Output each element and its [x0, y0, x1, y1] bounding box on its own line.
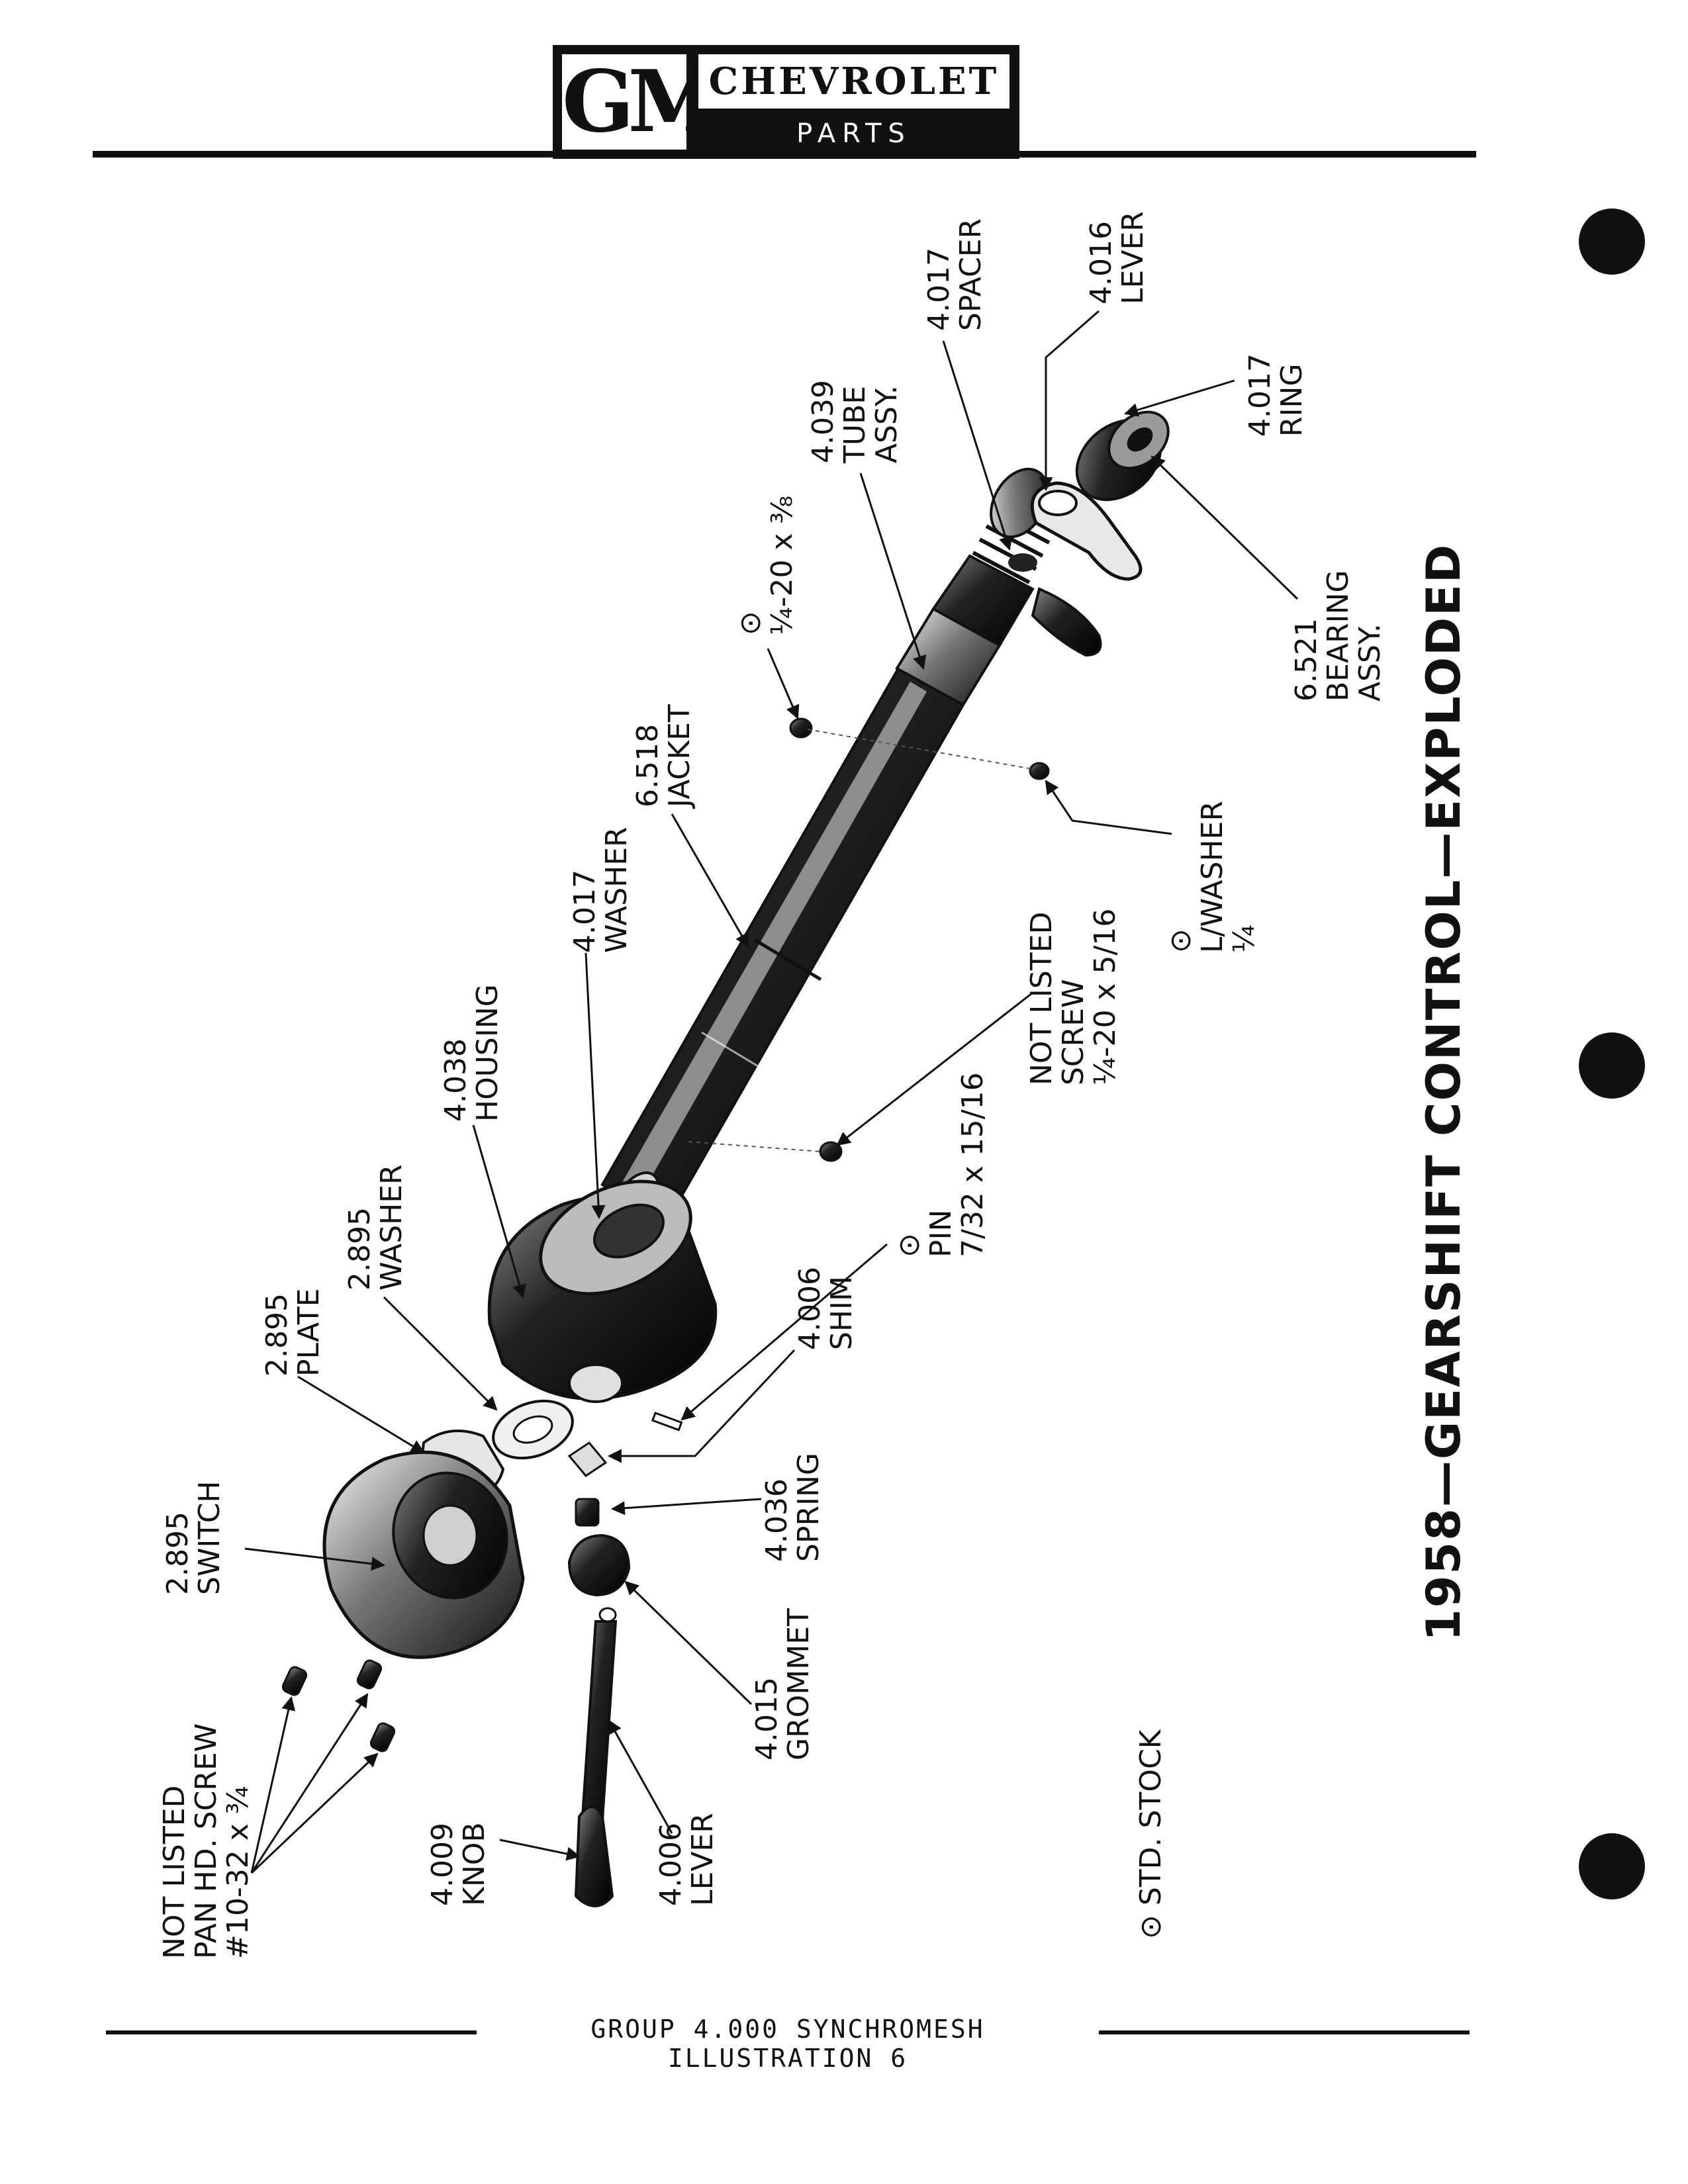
label-washer-2895: 2.895 WASHER	[343, 1164, 408, 1291]
brand-name: CHEVROLET	[698, 54, 1009, 109]
label-knob: 4.009 KNOB	[426, 1822, 491, 1906]
label-pin: ⊙ PIN 7/32 x 15/16	[892, 1072, 990, 1257]
bearing-ring	[1075, 410, 1170, 502]
binder-hole-bottom	[1579, 1833, 1645, 1899]
label-screw-quarter-20: ⊙ ¼-20 x ⅜	[733, 495, 799, 635]
label-lever-top: 4.016 LEVER	[1084, 211, 1150, 304]
label-shim: 4.006 SHIM	[793, 1267, 859, 1350]
label-ring: 4.017 RING	[1243, 353, 1309, 437]
label-switch: 2.895 SWITCH	[161, 1480, 226, 1595]
footer-rule-left	[106, 2030, 477, 2034]
label-spacer: 4.017 SPACER	[922, 218, 988, 331]
binder-hole-top	[1579, 208, 1645, 275]
label-jacket: 6.518 JACKET	[631, 704, 696, 807]
switch-part	[322, 1450, 525, 1659]
label-not-listed-screw: NOT LISTED SCREW ¼-20 x 5/16	[1025, 908, 1122, 1085]
label-spring: 4.036 SPRING	[760, 1452, 825, 1562]
footer-caption: GROUP 4.000 SYNCHROMESH ILLUSTRATION 6	[590, 2015, 985, 2073]
label-bearing-assy: 6.521 BEARING ASSY.	[1289, 570, 1387, 702]
pin-part	[651, 1412, 683, 1432]
label-grommet: 4.015 GROMMET	[750, 1608, 816, 1760]
label-lock-washer: ⊙ L/WASHER ¼	[1164, 801, 1261, 953]
screws	[789, 717, 1050, 1162]
binder-hole-middle	[1579, 1032, 1645, 1099]
upper-lever-part	[1030, 481, 1143, 581]
footer-rule-right	[1099, 2030, 1470, 2034]
shim-spring-grommet	[567, 1441, 631, 1597]
label-pan-head-screw: NOT LISTED PAN HD. SCREW #10-32 x ¾	[158, 1723, 255, 1959]
pan-head-screws	[281, 1659, 396, 1752]
catalogue-subtitle: PARTS CATALOGUE	[745, 118, 963, 186]
label-washer-4017: 4.017 WASHER	[568, 827, 633, 953]
gm-chevrolet-logo: GM CHEVROLET PARTS CATALOGUE	[553, 45, 1019, 186]
housing	[487, 1179, 718, 1403]
lower-lever-knob	[574, 1607, 618, 1907]
label-tube-assy: 4.039 TUBE ASSY.	[806, 380, 904, 463]
label-lever-bottom: 4.006 LEVER	[654, 1813, 720, 1906]
tube-assy	[895, 467, 1102, 707]
label-plate: 2.895 PLATE	[260, 1288, 326, 1377]
figure-title: 1958—GEARSHIFT CONTROL—EXPLODED	[1417, 543, 1471, 1641]
legend-std-stock: ⊙ STD. STOCK	[1134, 1729, 1168, 1939]
label-housing: 4.038 HOUSING	[439, 984, 504, 1122]
